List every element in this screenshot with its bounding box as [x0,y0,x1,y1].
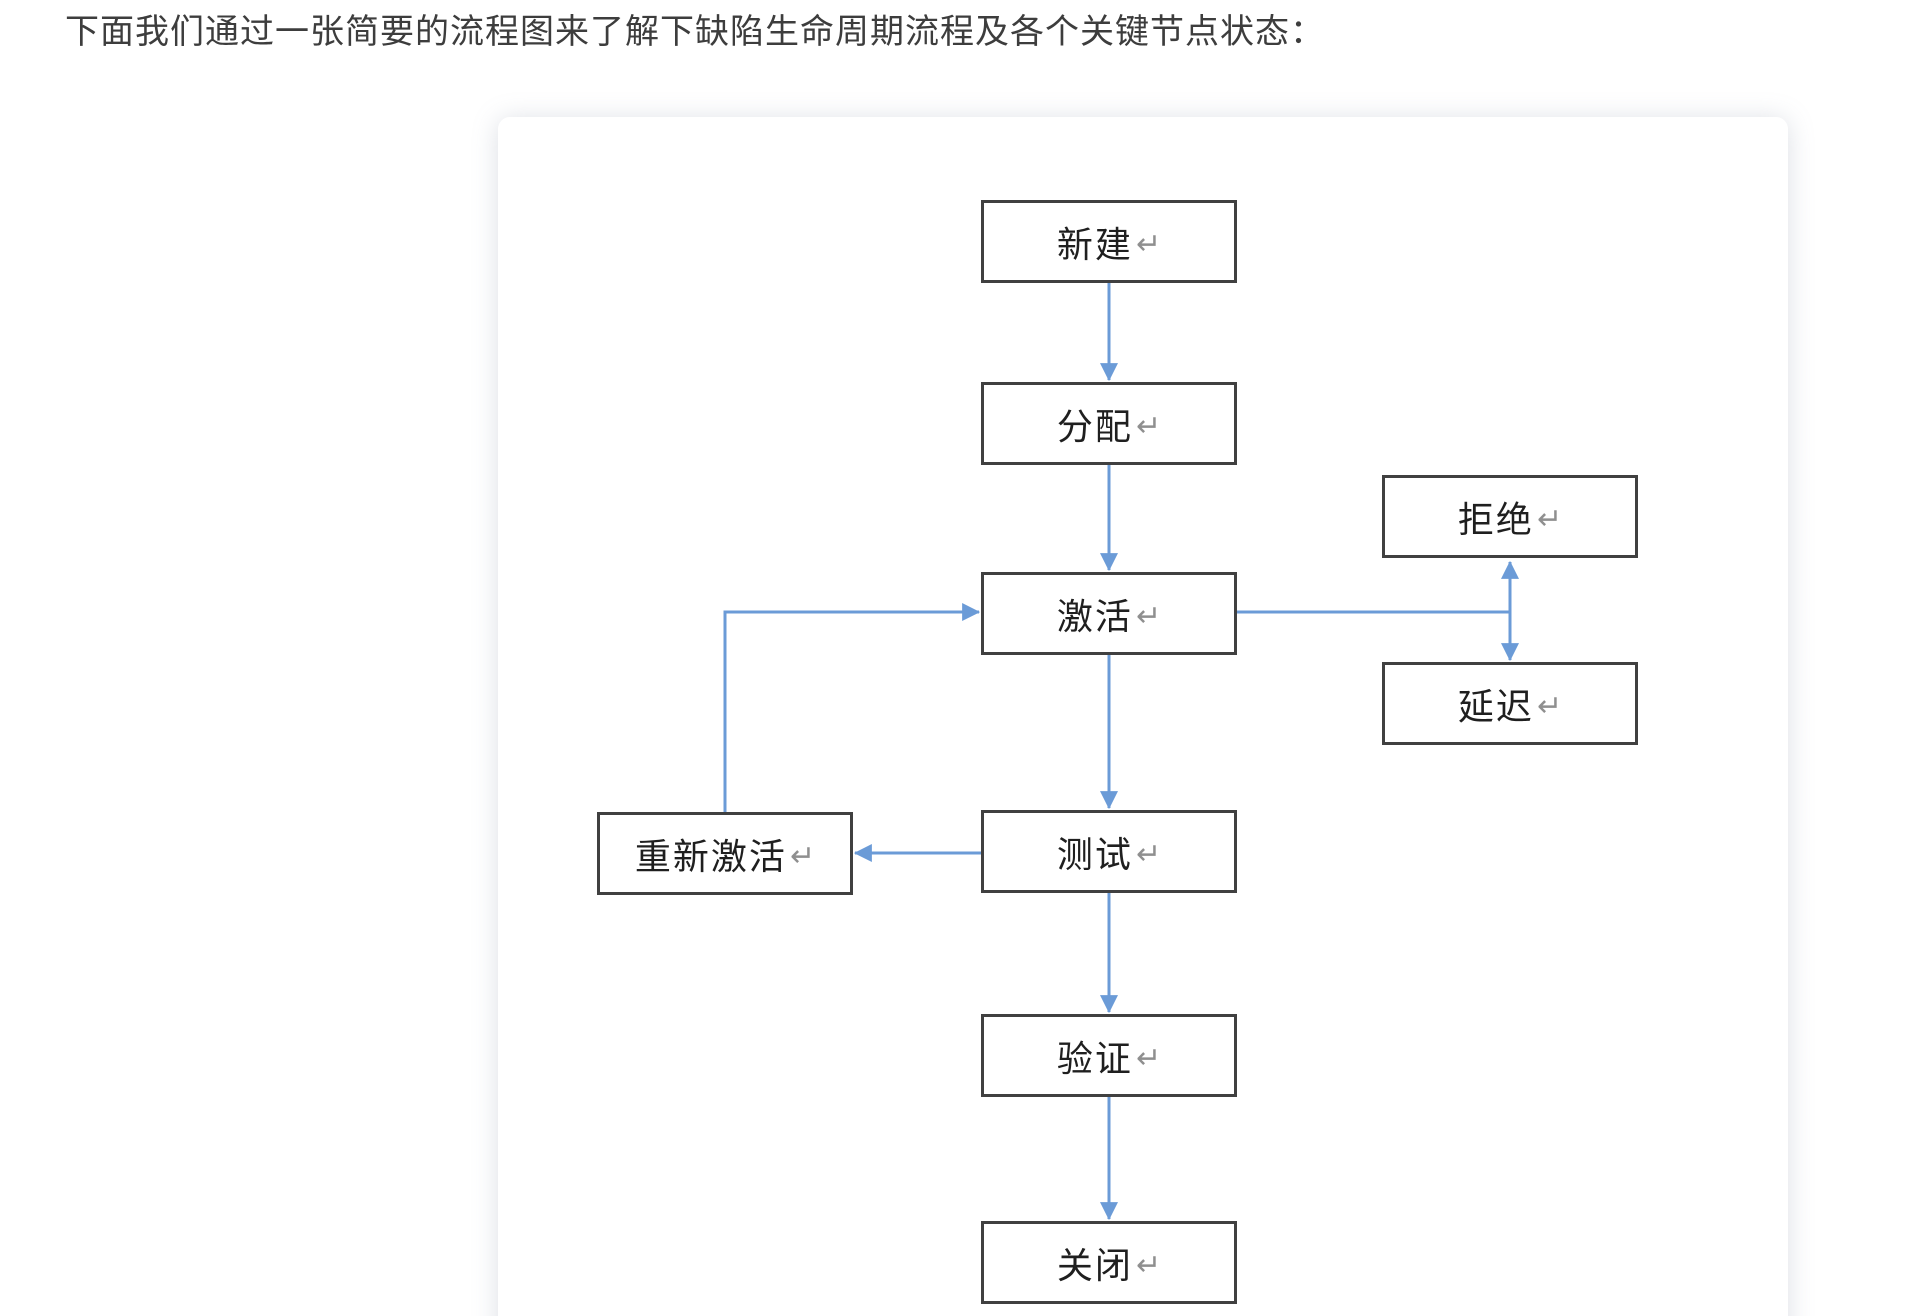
flow-node-activate-label: 激活 [1056,595,1133,637]
flow-node-delay: 延迟↵ [1382,662,1638,745]
paragraph-return-icon: ↵ [789,840,816,873]
paragraph-return-icon: ↵ [1536,690,1563,723]
flow-node-assign-label: 分配 [1056,405,1133,447]
flow-node-reactivate: 重新激活↵ [597,812,853,895]
flow-node-verify-label: 验证 [1056,1037,1133,1079]
flow-node-new-label: 新建 [1056,223,1133,265]
flow-node-delay-label: 延迟 [1457,685,1534,727]
flow-node-new: 新建↵ [981,200,1237,283]
flowchart-image-card: 新建↵ 分配↵ 激活↵ 拒绝↵ 延迟↵ 重新激活↵ 测试↵ 验证↵ 关闭↵ [498,117,1788,1316]
paragraph-return-icon: ↵ [1135,600,1162,633]
flow-node-reactivate-label: 重新激活 [634,835,787,877]
flow-node-test: 测试↵ [981,810,1237,893]
flow-node-test-label: 测试 [1056,833,1133,875]
edge-reactivate-to-activate [723,603,981,812]
flow-node-activate: 激活↵ [981,572,1237,655]
paragraph-return-icon: ↵ [1536,503,1563,536]
flow-node-close-label: 关闭 [1056,1244,1133,1286]
flow-node-assign: 分配↵ [981,382,1237,465]
intro-paragraph: 下面我们通过一张简要的流程图来了解下缺陷生命周期流程及各个关键节点状态： [65,13,1325,51]
flow-node-close: 关闭↵ [981,1221,1237,1304]
flow-node-verify: 验证↵ [981,1014,1237,1097]
paragraph-return-icon: ↵ [1135,838,1162,871]
flow-node-reject: 拒绝↵ [1382,475,1638,558]
paragraph-return-icon: ↵ [1135,410,1162,443]
paragraph-return-icon: ↵ [1135,1249,1162,1282]
flow-node-reject-label: 拒绝 [1457,498,1534,540]
paragraph-return-icon: ↵ [1135,228,1162,261]
paragraph-return-icon: ↵ [1135,1042,1162,1075]
